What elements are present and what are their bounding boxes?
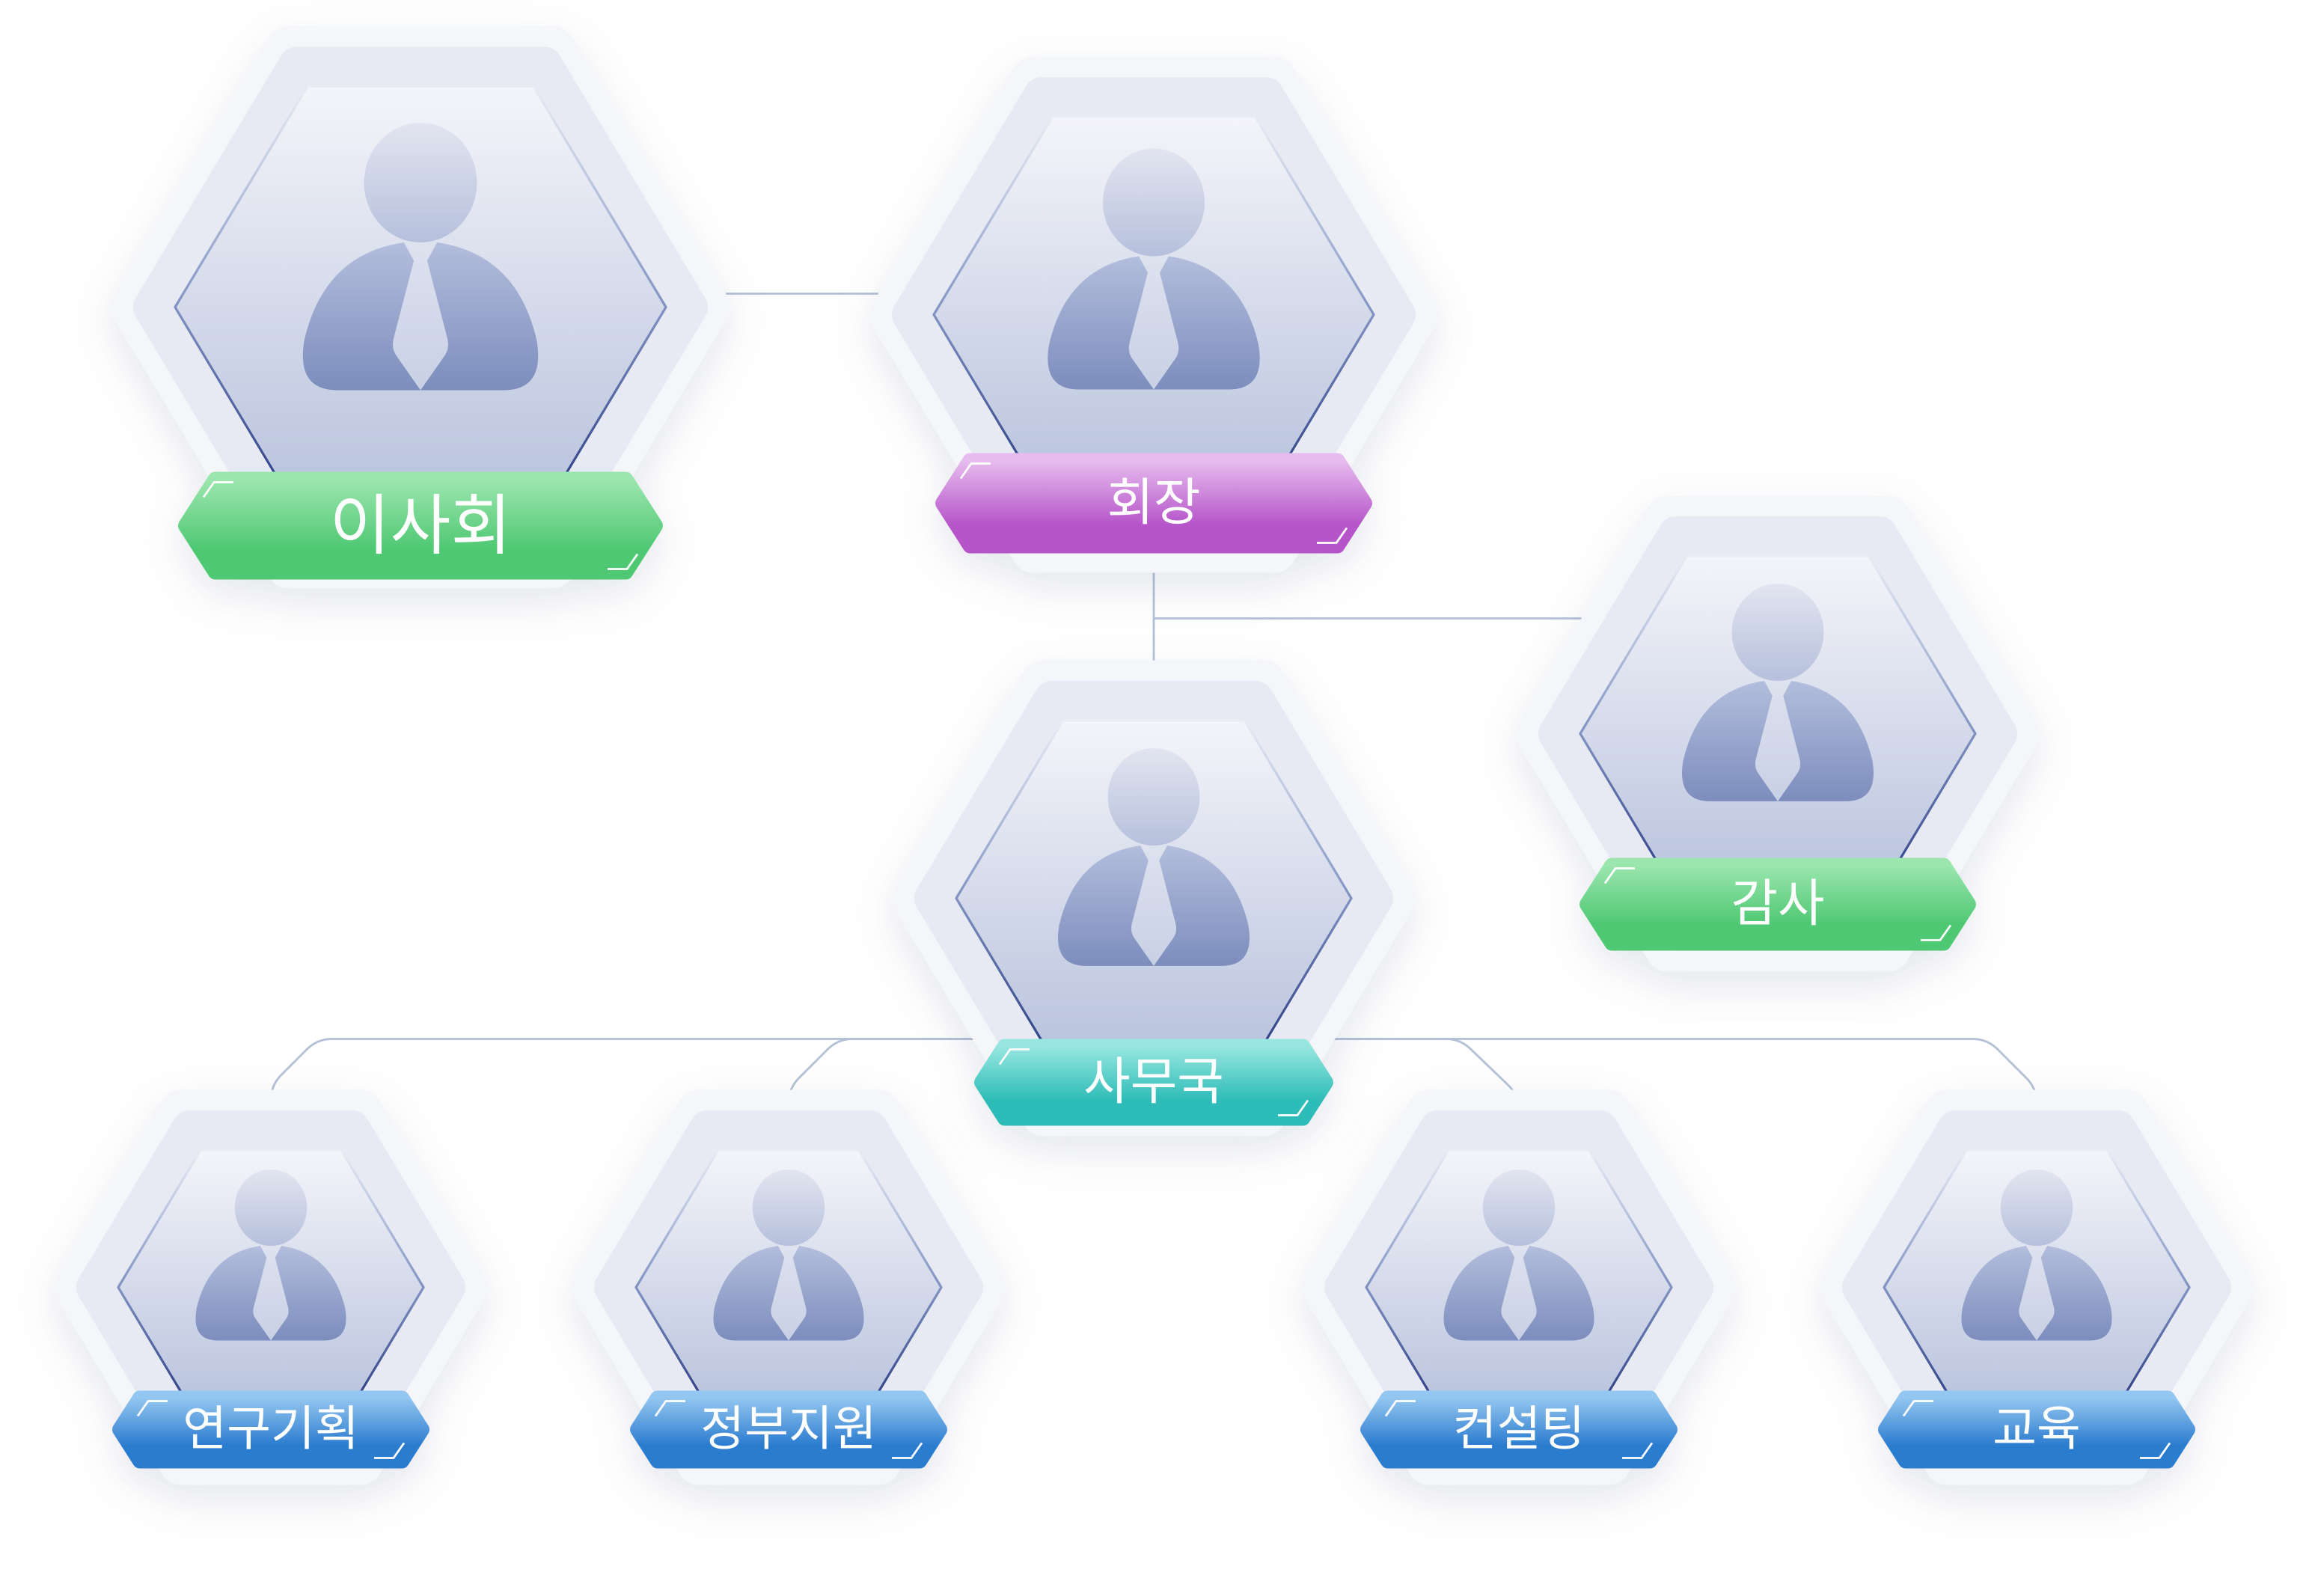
node-label: 회장 (1107, 474, 1200, 533)
corner-accent (374, 1442, 406, 1459)
person-icon (195, 1169, 346, 1341)
org-node-secretariat[interactable]: 사무국 (892, 660, 1416, 1137)
corner-accent (1384, 1400, 1416, 1417)
org-node-consulting[interactable]: 컨설팅 (1302, 1089, 1736, 1485)
corner-accent (1902, 1400, 1933, 1417)
corner-accent (892, 1442, 923, 1459)
node-label: 정부지원 (700, 1402, 877, 1458)
node-label-badge: 회장 (935, 453, 1372, 554)
node-label: 교육 (1993, 1402, 2081, 1458)
corner-accent (136, 1400, 168, 1417)
person-icon (1443, 1169, 1594, 1341)
org-node-chairman[interactable]: 회장 (869, 56, 1438, 573)
corner-accent (202, 481, 233, 498)
node-label: 이사회 (330, 487, 512, 564)
corner-accent (1278, 1099, 1309, 1116)
corner-accent (1622, 1442, 1654, 1459)
node-label: 연구기획 (183, 1402, 359, 1458)
node-label-badge: 사무국 (974, 1039, 1333, 1126)
person-icon (1961, 1169, 2112, 1341)
corner-accent (608, 553, 639, 570)
corner-accent (654, 1400, 685, 1417)
person-icon (302, 123, 539, 391)
node-label: 감사 (1731, 875, 1824, 934)
corner-accent (1317, 527, 1348, 544)
node-label-badge: 교육 (1878, 1390, 2195, 1469)
node-label-badge: 연구기획 (112, 1390, 429, 1469)
corner-accent (959, 462, 991, 480)
corner-accent (1921, 924, 1952, 941)
org-node-audit[interactable]: 감사 (1516, 495, 2040, 972)
corner-accent (998, 1048, 1030, 1065)
corner-accent (2140, 1442, 2171, 1459)
org-node-board[interactable]: 이사회 (111, 25, 730, 589)
node-label: 사무국 (1083, 1053, 1224, 1112)
person-icon (1682, 583, 1874, 801)
node-label-badge: 정부지원 (630, 1390, 947, 1469)
org-node-research-planning[interactable]: 연구기획 (54, 1089, 488, 1485)
node-label-badge: 감사 (1579, 857, 1976, 951)
person-icon (713, 1169, 864, 1341)
org-node-education[interactable]: 교육 (1820, 1089, 2254, 1485)
corner-accent (1603, 867, 1635, 884)
node-label-badge: 컨설팅 (1360, 1390, 1678, 1469)
person-icon (1058, 747, 1250, 966)
person-icon (1048, 148, 1260, 390)
node-label: 컨설팅 (1453, 1402, 1585, 1458)
node-label-badge: 이사회 (178, 471, 663, 580)
org-node-gov-support[interactable]: 정부지원 (572, 1089, 1006, 1485)
